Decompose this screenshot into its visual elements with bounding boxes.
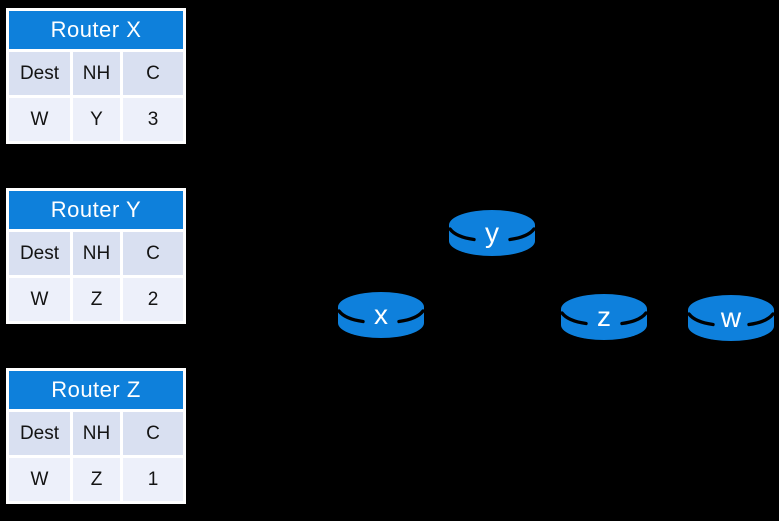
column-header-next-hop: NH: [73, 52, 120, 95]
routing-table-x-grid: Dest NH C W Y 3: [9, 52, 183, 141]
cell-dest: W: [9, 98, 70, 141]
routing-table-x: Router X Dest NH C W Y 3: [6, 8, 186, 144]
router-disk-icon: [337, 292, 425, 338]
router-label-w: w: [720, 302, 742, 333]
cell-cost: 3: [123, 98, 183, 141]
routing-table-y-title: Router Y: [9, 191, 183, 229]
column-header-next-hop: NH: [73, 232, 120, 275]
router-label-z: z: [597, 301, 611, 332]
router-disk-icon: [560, 294, 648, 340]
cell-cost: 2: [123, 278, 183, 321]
column-header-cost: C: [123, 52, 183, 95]
routing-table-y: Router Y Dest NH C W Z 2: [6, 188, 186, 324]
routing-table-z-grid: Dest NH C W Z 1: [9, 412, 183, 501]
cell-next-hop: Z: [73, 458, 120, 501]
router-disk-icon: [448, 210, 536, 256]
cell-cost: 1: [123, 458, 183, 501]
router-node-w: w: [686, 292, 776, 344]
router-node-y: y: [447, 207, 537, 259]
column-header-dest: Dest: [9, 52, 70, 95]
cell-next-hop: Z: [73, 278, 120, 321]
router-node-x: x: [336, 289, 426, 341]
router-label-y: y: [485, 217, 499, 248]
column-header-cost: C: [123, 412, 183, 455]
cell-next-hop: Y: [73, 98, 120, 141]
routing-table-z-title: Router Z: [9, 371, 183, 409]
router-node-z: z: [559, 291, 649, 343]
routing-table-z: Router Z Dest NH C W Z 1: [6, 368, 186, 504]
routing-table-x-title: Router X: [9, 11, 183, 49]
router-disk-icon: [687, 295, 775, 341]
routing-table-y-grid: Dest NH C W Z 2: [9, 232, 183, 321]
column-header-next-hop: NH: [73, 412, 120, 455]
cell-dest: W: [9, 278, 70, 321]
cell-dest: W: [9, 458, 70, 501]
column-header-dest: Dest: [9, 232, 70, 275]
column-header-dest: Dest: [9, 412, 70, 455]
column-header-cost: C: [123, 232, 183, 275]
router-label-x: x: [374, 299, 388, 330]
